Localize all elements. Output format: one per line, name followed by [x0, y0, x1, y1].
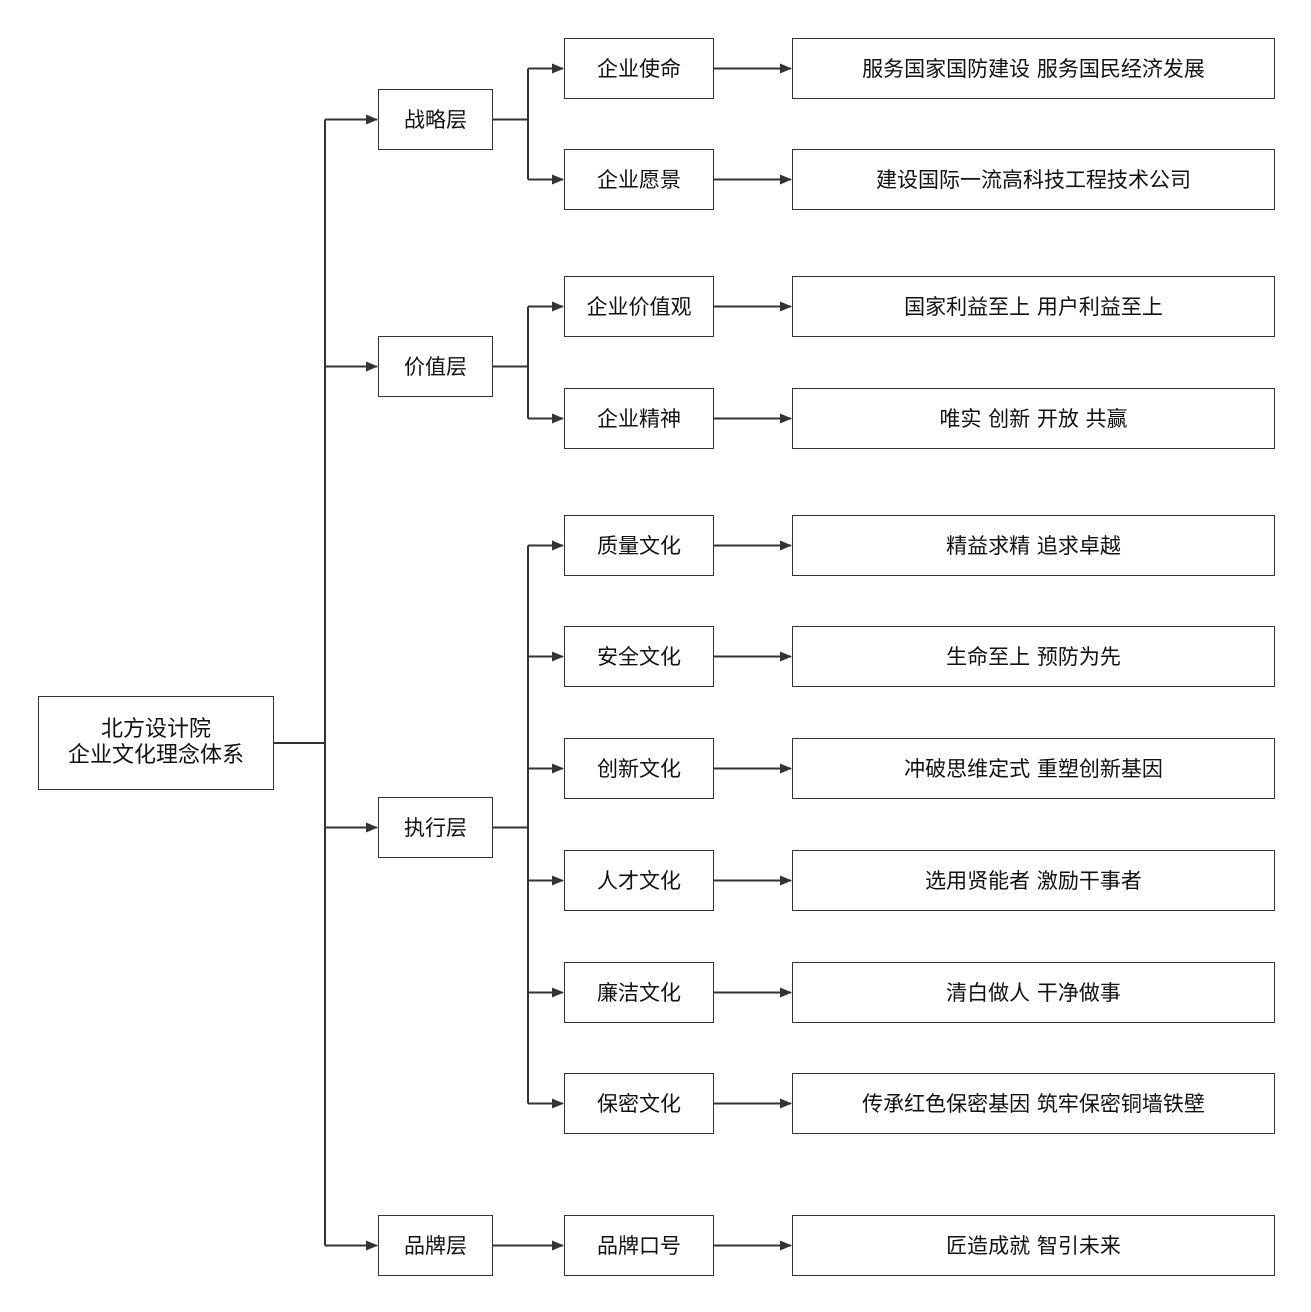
item-node-3-2: 安全文化: [564, 626, 714, 687]
value-node-3-1-label: 精益求精 追求卓越: [946, 533, 1121, 558]
value-node-3-3: 冲破思维定式 重塑创新基因: [792, 738, 1275, 799]
value-node-3-5-label: 清白做人 干净做事: [946, 980, 1121, 1005]
layer-node-4: 品牌层: [378, 1215, 493, 1276]
item-node-3-6-label: 保密文化: [597, 1091, 681, 1116]
item-node-2-2: 企业精神: [564, 388, 714, 449]
item-node-4-1: 品牌口号: [564, 1215, 714, 1276]
item-node-2-1-label: 企业价值观: [586, 294, 692, 319]
value-node-3-6-label: 传承红色保密基因 筑牢保密铜墙铁壁: [862, 1091, 1205, 1116]
root-title-line2: 企业文化理念体系: [67, 743, 244, 768]
value-node-1-2: 建设国际一流高科技工程技术公司: [792, 149, 1275, 210]
value-node-2-2: 唯实 创新 开放 共赢: [792, 388, 1275, 449]
value-node-3-3-label: 冲破思维定式 重塑创新基因: [904, 756, 1163, 781]
item-node-3-1-label: 质量文化: [597, 533, 681, 558]
value-node-1-1: 服务国家国防建设 服务国民经济发展: [792, 38, 1275, 99]
item-node-3-3: 创新文化: [564, 738, 714, 799]
item-node-3-4-label: 人才文化: [597, 868, 681, 893]
root-title-line1: 北方设计院: [100, 717, 211, 742]
value-node-3-4-label: 选用贤能者 激励干事者: [925, 868, 1142, 893]
value-node-3-2-label: 生命至上 预防为先: [946, 644, 1121, 669]
value-node-3-6: 传承红色保密基因 筑牢保密铜墙铁壁: [792, 1073, 1275, 1134]
value-node-1-1-label: 服务国家国防建设 服务国民经济发展: [862, 56, 1205, 81]
layer-node-1-label: 战略层: [404, 107, 467, 132]
item-node-2-2-label: 企业精神: [597, 406, 681, 431]
item-node-3-5: 廉洁文化: [564, 962, 714, 1023]
value-node-2-2-label: 唯实 创新 开放 共赢: [939, 406, 1128, 431]
value-node-4-1-label: 匠造成就 智引未来: [946, 1233, 1121, 1258]
item-node-4-1-label: 品牌口号: [597, 1233, 681, 1258]
item-node-3-2-label: 安全文化: [597, 644, 681, 669]
layer-node-1: 战略层: [378, 89, 493, 150]
layer-node-3-label: 执行层: [404, 815, 467, 840]
layer-node-2: 价值层: [378, 336, 493, 397]
value-node-2-1-label: 国家利益至上 用户利益至上: [904, 294, 1163, 319]
item-node-1-1: 企业使命: [564, 38, 714, 99]
item-node-1-1-label: 企业使命: [597, 56, 681, 81]
value-node-3-1: 精益求精 追求卓越: [792, 515, 1275, 576]
value-node-4-1: 匠造成就 智引未来: [792, 1215, 1275, 1276]
item-node-2-1: 企业价值观: [564, 276, 714, 337]
item-node-3-4: 人才文化: [564, 850, 714, 911]
item-node-3-6: 保密文化: [564, 1073, 714, 1134]
value-node-1-2-label: 建设国际一流高科技工程技术公司: [876, 167, 1191, 192]
layer-node-3: 执行层: [378, 797, 493, 858]
item-node-1-2: 企业愿景: [564, 149, 714, 210]
item-node-3-5-label: 廉洁文化: [597, 980, 681, 1005]
value-node-2-1: 国家利益至上 用户利益至上: [792, 276, 1275, 337]
layer-node-2-label: 价值层: [404, 354, 467, 379]
item-node-1-2-label: 企业愿景: [597, 167, 681, 192]
value-node-3-4: 选用贤能者 激励干事者: [792, 850, 1275, 911]
root-node: 北方设计院 企业文化理念体系: [38, 696, 274, 790]
layer-node-4-label: 品牌层: [404, 1233, 467, 1258]
item-node-3-1: 质量文化: [564, 515, 714, 576]
value-node-3-2: 生命至上 预防为先: [792, 626, 1275, 687]
item-node-3-3-label: 创新文化: [597, 756, 681, 781]
value-node-3-5: 清白做人 干净做事: [792, 962, 1275, 1023]
